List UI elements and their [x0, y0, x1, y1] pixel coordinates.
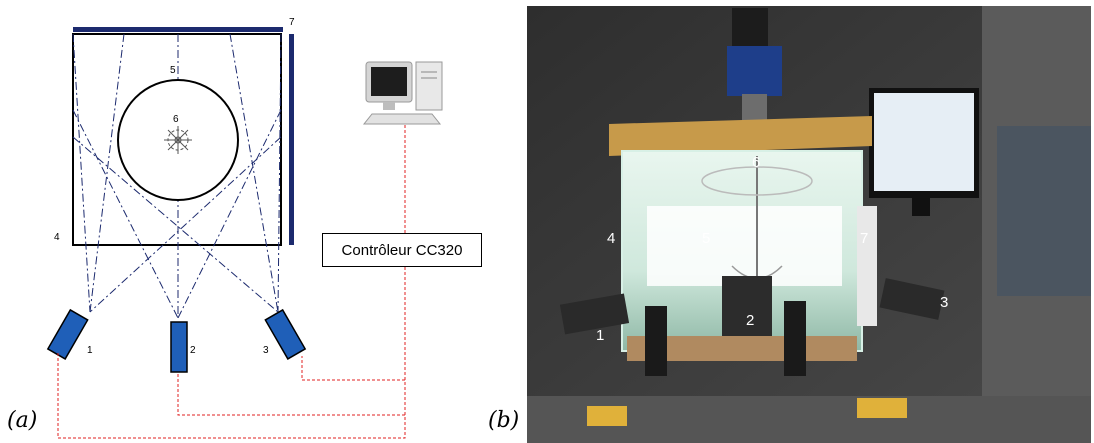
- label-6: 6: [173, 114, 179, 125]
- camera-2-icon: [170, 321, 188, 373]
- label-5: 5: [170, 65, 176, 76]
- tank-outline: [72, 33, 282, 246]
- setup-photo: 6 4 5 7 1 2 3: [527, 6, 1091, 443]
- photo-label-6: 6: [752, 154, 761, 171]
- photo-label-7: 7: [860, 230, 869, 247]
- photo-label-1: 1: [596, 327, 605, 344]
- camera-rays: [72, 33, 282, 319]
- label-2: 2: [190, 345, 196, 356]
- photo-drawing: [527, 6, 1091, 443]
- photo-label-4: 4: [607, 230, 616, 247]
- computer-icon: [362, 61, 443, 125]
- target-icon: [164, 126, 192, 154]
- photo-label-5: 5: [702, 230, 711, 247]
- photo-label-2: 2: [746, 312, 755, 329]
- light-panel-right: [289, 34, 294, 245]
- label-3: 3: [263, 345, 269, 356]
- setup-schematic: 7 5 6 4 1 2 3: [46, 17, 443, 439]
- label-1: 1: [87, 345, 93, 356]
- label-4: 4: [54, 232, 60, 243]
- label-7: 7: [289, 17, 295, 28]
- photo-label-3: 3: [940, 294, 949, 311]
- controller-cables: [57, 125, 406, 439]
- light-panel-top: [73, 27, 283, 32]
- panel-a-label: (a): [7, 408, 38, 433]
- camera-1-icon: [46, 308, 89, 360]
- panel-b-label: (b): [488, 408, 520, 433]
- camera-3-icon: [264, 308, 307, 360]
- controller-box: Contrôleur CC320: [322, 233, 482, 267]
